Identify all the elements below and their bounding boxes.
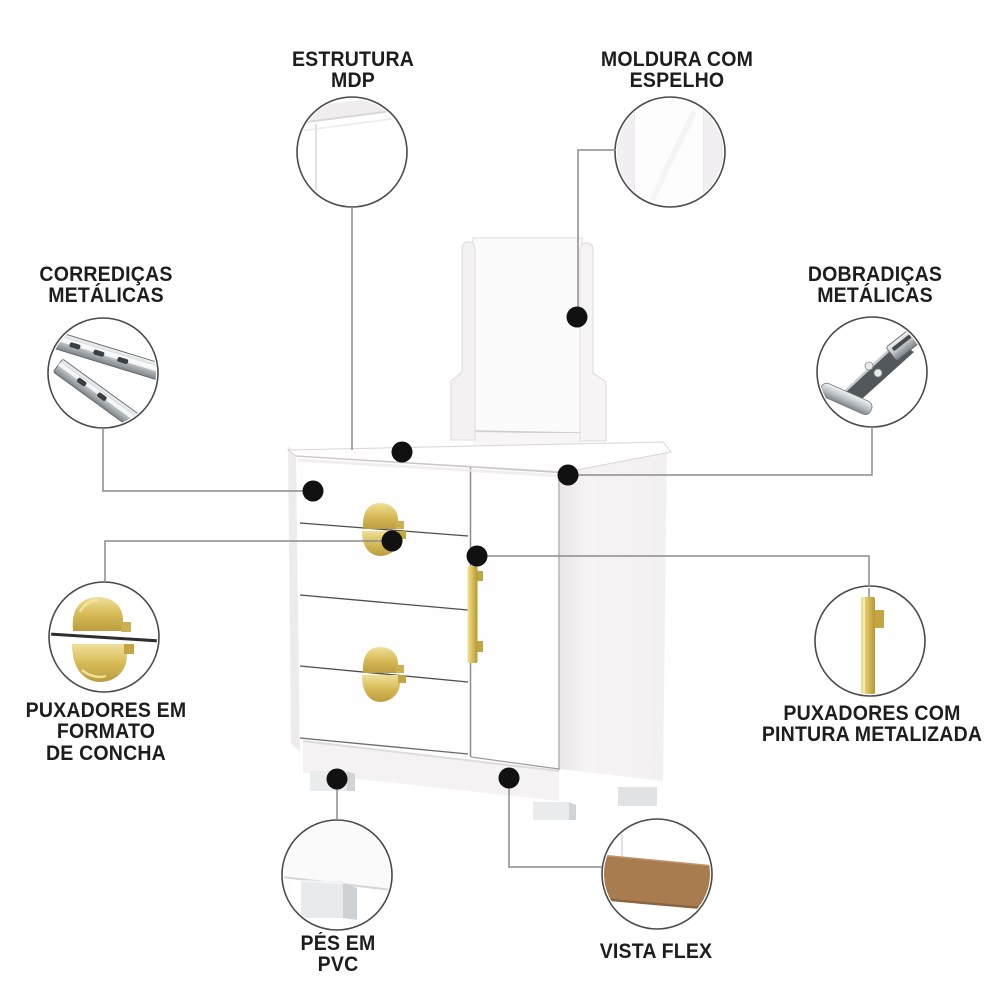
dobradicas-detail-circle <box>816 316 928 428</box>
dresser-with-mirror <box>286 237 672 820</box>
estrutura-mdp-detail-circle <box>296 96 408 208</box>
cabinet-front <box>296 454 560 770</box>
drawer-gaps <box>299 522 469 755</box>
callout-dot-metalizada <box>466 545 488 567</box>
corredicas-detail-circle <box>47 317 159 429</box>
callout-label-estrutura-mdp: ESTRUTURA MDP <box>291 48 415 93</box>
callout-line-moldura <box>577 149 616 317</box>
callout-circles <box>47 96 928 931</box>
callout-dot-dobradicas <box>557 464 579 486</box>
callout-line-concha <box>104 540 392 582</box>
door-bar-handle <box>467 566 483 663</box>
callout-label-dobradicas: DOBRADIÇAS METÁLICAS <box>807 263 943 308</box>
cabinet-plinth <box>303 740 559 801</box>
callout-dot-corredicas <box>302 480 324 502</box>
callout-dots <box>302 306 588 790</box>
callout-label-moldura-espelho: MOLDURA COM ESPELHO <box>600 48 754 93</box>
callout-line-metalizada <box>477 555 870 587</box>
callout-label-puxadores-metalizada: PUXADORES COM PINTURA METALIZADA <box>761 702 983 747</box>
moldura-espelho-detail-circle <box>614 96 726 208</box>
callout-dot-estrutura <box>391 441 413 463</box>
callout-label-puxadores-concha: PUXADORES EM FORMATO DE CONCHA <box>25 699 187 765</box>
callout-line-dobradicas <box>568 427 873 476</box>
mirror-left-post <box>450 241 476 441</box>
cabinet-top <box>286 441 672 473</box>
callout-dot-pes <box>326 768 348 790</box>
cabinet-right-side <box>559 449 667 781</box>
callout-line-vistaflex <box>508 778 602 868</box>
callout-label-pes-pvc: PÉS EM PVC <box>300 932 376 977</box>
vista-flex-detail-circle <box>601 818 713 930</box>
puxadores-metalizada-detail-circle <box>814 585 926 697</box>
puxadores-concha-detail-circle <box>48 581 160 693</box>
callout-lines <box>102 149 873 868</box>
mirror-right-post <box>579 242 607 442</box>
mirror-assembly <box>450 237 607 447</box>
callout-label-corredicas: CORREDIÇAS METÁLICAS <box>39 263 173 308</box>
mirror-glass <box>472 237 583 434</box>
callout-dot-concha <box>381 530 403 552</box>
callout-line-corredicas <box>102 428 313 492</box>
callout-dot-moldura <box>566 306 588 328</box>
callout-label-vista-flex: VISTA FLEX <box>599 940 713 963</box>
shell-handle-lower <box>362 647 406 702</box>
pes-pvc-detail-circle <box>281 819 393 931</box>
callout-dot-vistaflex <box>498 767 520 789</box>
cabinet-left-edge <box>288 446 300 752</box>
